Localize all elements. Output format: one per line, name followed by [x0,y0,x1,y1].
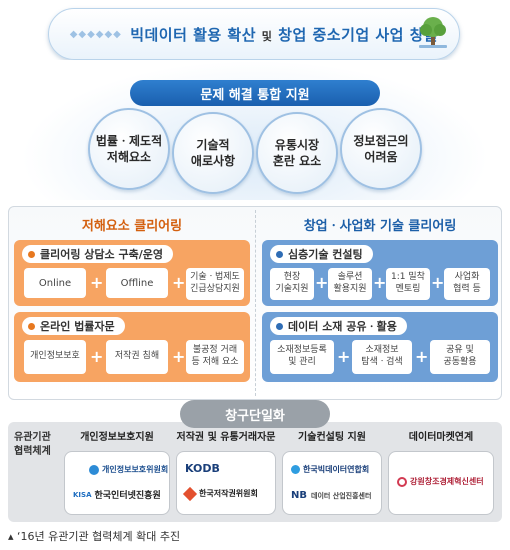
emblem-icon [291,465,300,474]
problem-legal: 법률ㆍ제도적 저해요소 [88,108,170,190]
decorative-dots-left: ◆◆◆◆◆◆ [69,28,131,40]
footnote: ▴ ‘16년 유관기관 협력체계 확대 추진 [8,528,180,544]
plus-icon: + [431,273,445,292]
item-unfair-trade: 불공정 거래 등 저해 요소 [186,340,244,374]
footnote-marker: ▴ [8,530,18,543]
footnote-text: ‘16년 유관기관 협력체계 확대 추진 [17,530,181,543]
plus-icon: + [315,273,329,292]
partner-card-copyright: KODB 한국저작권위원회 [176,451,276,515]
item-field-support: 현장 기술지원 [270,268,314,300]
left-section-consulting: 클리어링 상담소 구축/운영 Online + Offline + 기술ㆍ법제도… [14,240,250,306]
plus-icon: + [172,273,186,292]
item-commercialization: 사업화 협력 등 [444,268,490,300]
problem-label: 정보접근의 어려움 [353,133,409,164]
logo-abbr: KISA [73,490,92,499]
item-shared-use: 공유 및 공동활용 [430,340,490,374]
item-emergency-consult: 기술ㆍ법제도 긴급상담지원 [186,268,244,300]
cooperation-label: 유관기관 협력체계 [14,432,51,457]
emblem-icon [397,476,407,487]
bullet-icon [276,322,283,330]
problem-access: 정보접근의 어려움 [340,108,422,190]
problem-label: 유통시장 혼란 요소 [272,137,322,168]
item-online: Online [24,268,86,298]
partner-title: 저작권 및 유통거래자문 [176,432,276,443]
item-material-search: 소재정보 탐색ㆍ검색 [352,340,412,374]
section-label: 데이터 소재 공유ㆍ활용 [288,320,397,333]
plus-icon: + [90,347,104,366]
item-privacy: 개인정보보호 [24,340,86,374]
section-tag: 클리어링 상담소 구축/운영 [22,245,173,263]
hub-bottom-pill: 창구단일화 [180,400,330,428]
logo-text: KODB [185,462,220,475]
right-section-consulting: 심층기술 컨설팅 현장 기술지원 + 솔루션 활용지원 + 1:1 밀착 멘토링… [262,240,498,306]
partner-logo: KISA 한국인터넷진흥원 [73,488,161,502]
emblem-icon [182,486,198,501]
section-label: 클리어링 상담소 구축/운영 [40,248,163,261]
partner-card-consulting: 한국빅데이터연합회 NB 데이터 산업진흥센터 [282,451,382,515]
partner-title: 기술컨설팅 지원 [298,432,366,443]
plus-icon: + [373,273,387,292]
emblem-icon [89,464,99,475]
partner-title: 데이터마켓연계 [408,432,474,443]
logo-abbr: NB [291,490,307,501]
plus-icon: + [172,347,186,366]
logo-text: 데이터 산업진흥센터 [311,491,372,500]
logo-text: 개인정보보호위원회 [102,465,169,474]
tree-icon [419,17,447,48]
banner-title-left: 빅데이터 활용 확산 [130,25,257,44]
problem-technical: 기술적 애로사항 [172,112,254,194]
bullet-icon [28,250,35,258]
item-mentoring: 1:1 밀착 멘토링 [386,268,430,300]
item-copyright: 저작권 침해 [106,340,168,374]
banner-title-right: 창업 중소기업 사업 창출 [278,25,439,44]
bullet-icon [276,250,283,258]
section-tag: 심층기술 컨설팅 [270,245,373,263]
right-section-data-sharing: 데이터 소재 공유ㆍ활용 소재정보등록 및 관리 + 소재정보 탐색ㆍ검색 + … [262,312,498,382]
section-tag: 데이터 소재 공유ㆍ활용 [270,317,407,335]
column-divider [255,210,256,396]
header-banner: ◆◆◆◆◆◆ 빅데이터 활용 확산 및 창업 중소기업 사업 창출 [48,8,460,60]
logo-text: 강원창조경제혁신센터 [410,477,484,486]
plus-icon: + [337,347,351,366]
partner-title: 개인정보보호지원 [80,432,154,443]
hub-top-pill: 문제 해결 통합 지원 [130,80,380,106]
partner-logo: NB 데이터 산업진흥센터 [291,490,371,501]
section-label: 심층기술 컨설팅 [288,248,363,261]
item-offline: Offline [106,268,168,298]
problem-label: 기술적 애로사항 [190,137,236,168]
logo-text: 한국인터넷진흥원 [94,491,161,501]
logo-text: 한국빅데이터연합회 [303,465,370,474]
partner-logo: 한국저작권위원회 [182,486,258,501]
section-tag: 온라인 법률자문 [22,317,125,335]
partner-logo: KODB [185,462,220,475]
banner-connector: 및 [261,29,273,43]
partner-card-privacy: 개인정보보호위원회 KISA 한국인터넷진흥원 [64,451,170,515]
section-label: 온라인 법률자문 [40,320,115,333]
partner-card-market: 강원창조경제혁신센터 [388,451,494,515]
bullet-icon [28,322,35,330]
banner-title: 빅데이터 활용 확산 및 창업 중소기업 사업 창출 [130,24,438,45]
problem-label: 법률ㆍ제도적 저해요소 [95,133,163,164]
right-column-title: 창업ㆍ사업화 기술 클리어링 [303,219,457,234]
left-column-title: 저해요소 클리어링 [81,219,183,234]
problem-distribution: 유통시장 혼란 요소 [256,112,338,194]
partner-logo: 강원창조경제혁신센터 [397,476,484,487]
partner-logo: 한국빅데이터연합회 [291,464,369,475]
plus-icon: + [90,273,104,292]
item-solution-support: 솔루션 활용지원 [328,268,372,300]
plus-icon: + [415,347,429,366]
item-material-registration: 소재정보등록 및 관리 [270,340,334,374]
logo-text: 한국저작권위원회 [199,489,258,498]
left-section-legal: 온라인 법률자문 개인정보보호 + 저작권 침해 + 불공정 거래 등 저해 요… [14,312,250,382]
partner-logo: 개인정보보호위원회 [89,464,168,475]
